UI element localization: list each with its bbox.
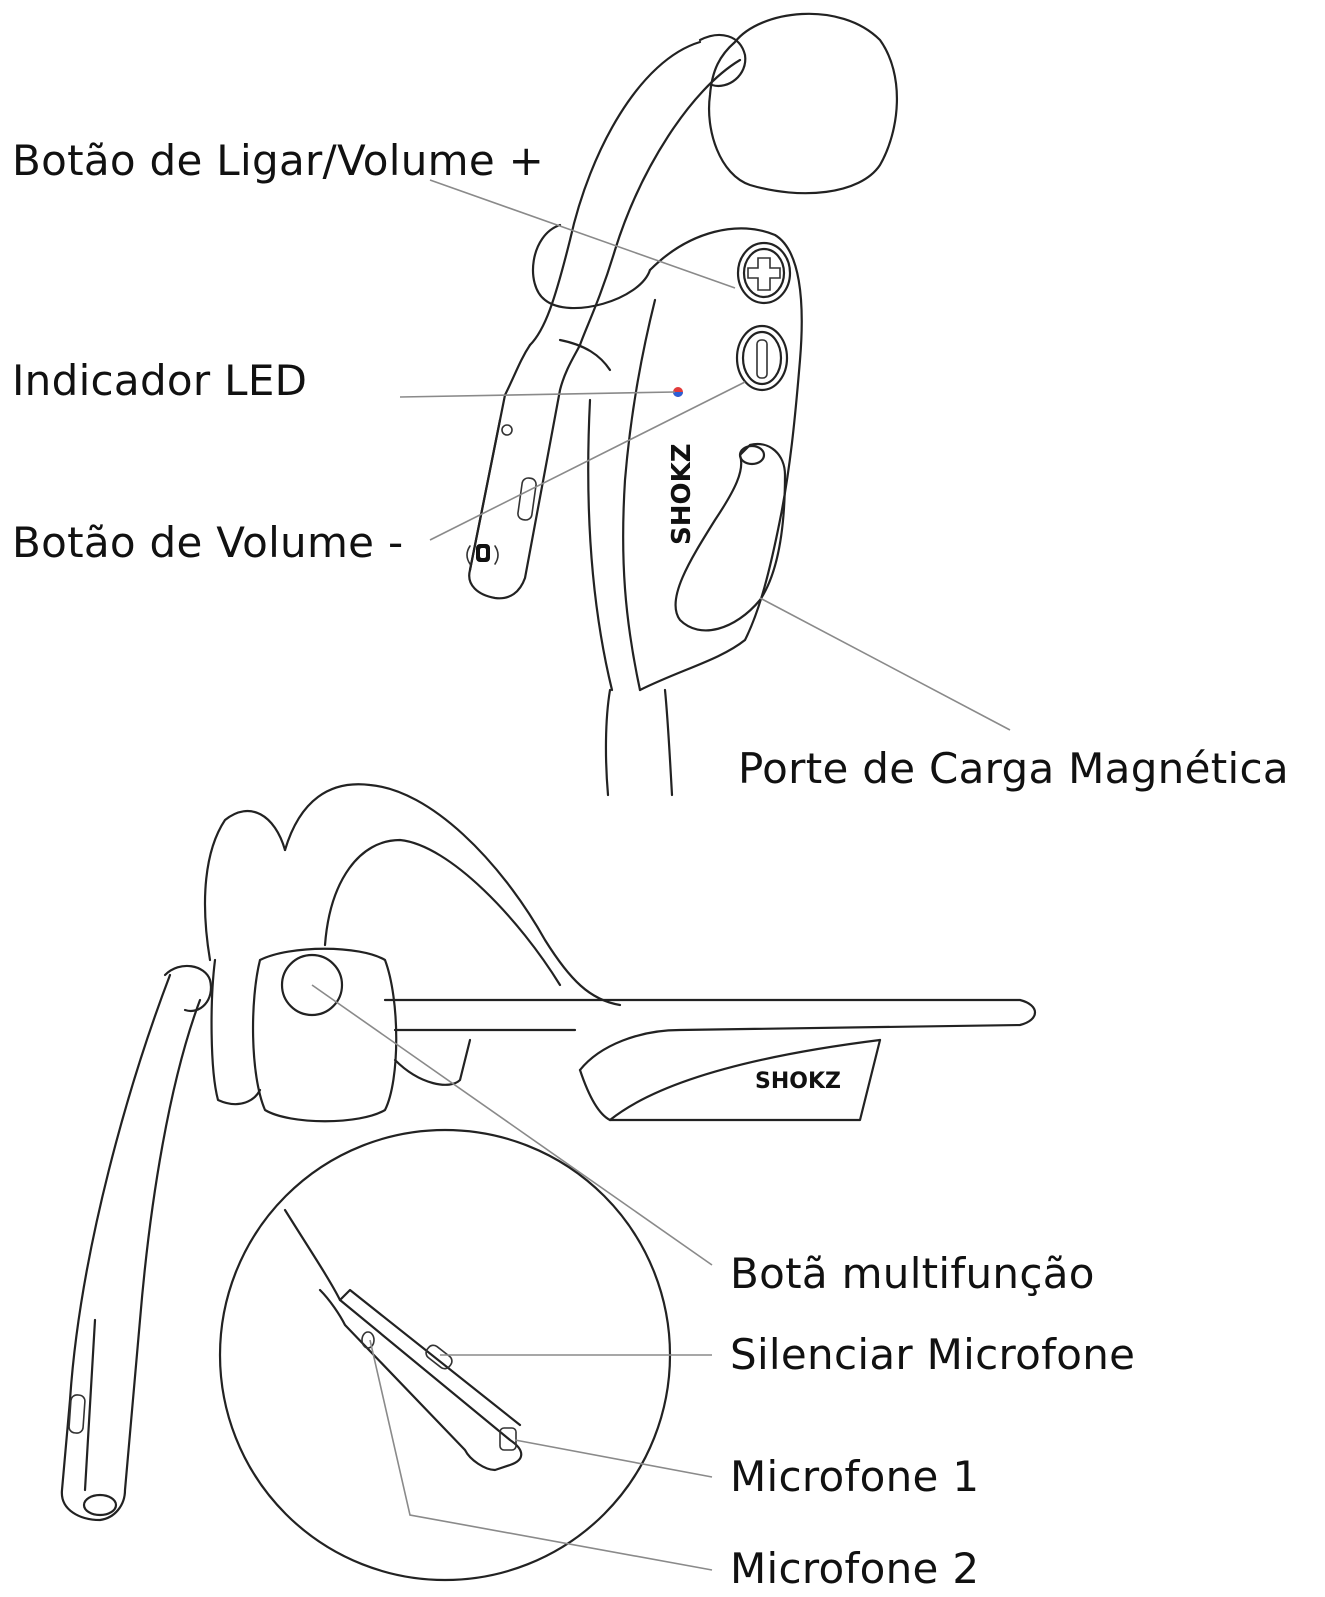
top-headset-illustration: SHOKZ xyxy=(467,14,897,795)
shokz-logo-horizontal: SHOKZ xyxy=(755,1069,841,1094)
label-multifunction-button: Botã multifunção xyxy=(730,1253,1095,1295)
label-mute-microphone: Silenciar Microfone xyxy=(730,1334,1135,1376)
label-led-indicator: Indicador LED xyxy=(12,360,307,402)
label-magnetic-charging-port: Porte de Carga Magnética xyxy=(738,748,1289,790)
svg-text:SHOKZ: SHOKZ xyxy=(667,443,697,545)
label-volume-down: Botão de Volume - xyxy=(12,522,403,564)
label-power-volume-up: Botão de Ligar/Volume + xyxy=(12,140,544,182)
label-microphone-1: Microfone 1 xyxy=(730,1456,979,1498)
shokz-logo-vertical: SHOKZ xyxy=(667,443,697,545)
label-microphone-2: Microfone 2 xyxy=(730,1548,979,1590)
